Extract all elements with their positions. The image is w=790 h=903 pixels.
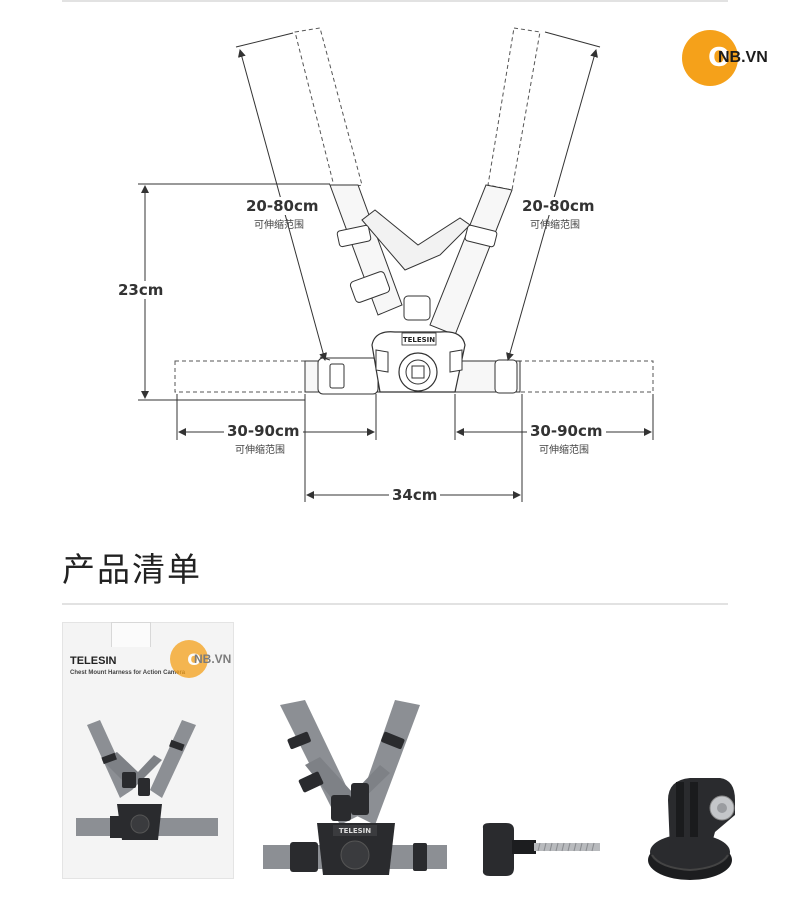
package-subtitle: Chest Mount Harness for Action Camera [70,670,186,676]
logo-text: NB.VN [718,49,768,66]
right-strap-extension-dashed [487,27,541,191]
left-belt-range-label: 30-90cm [224,422,303,440]
left-chest-buckle [349,271,391,303]
left-belt-extension-dashed [174,360,308,393]
right-belt-range-label: 30-90cm [527,422,606,440]
center-strap-buckle [403,295,431,321]
left-belt-buckle [317,357,379,395]
right-shoulder-strap [429,184,513,336]
package-hanger-tab [111,622,151,647]
harness-dimension-diagram: TELESIN [138,27,654,502]
mount-brand-text: TELESIN [403,336,435,344]
package-contents-title: 产品清单 [62,550,202,589]
right-belt-adjuster [494,359,518,394]
package-watermark-circle-icon: O [170,640,208,678]
cross-join-pad [361,209,471,271]
package-harness-image [76,720,218,840]
left-strap-range-note: 可伸缩范围 [254,220,304,231]
package-watermark-logo: O NB.VN [170,640,231,678]
left-strap-adjuster [336,224,372,248]
right-strap-adjuster [464,224,498,248]
harness-mount-brand: TELESIN [339,827,371,835]
height-label: 23cm [115,281,167,299]
logo-letter: O [707,43,731,73]
left-strap-extension-dashed [294,27,363,191]
mount-logo-plate [401,332,437,346]
left-strap-range-label: 20-80cm [243,197,322,215]
logo-circle-icon: O [682,30,738,86]
right-belt-extension-dashed [517,360,654,393]
tripod-adapter-image [648,778,735,880]
left-belt-range-note: 可伸缩范围 [235,445,285,456]
base-width-label: 34cm [389,486,441,504]
right-strap-range-label: 20-80cm [519,197,598,215]
thumb-screw-image [482,823,600,876]
right-strap-range-note: 可伸缩范围 [530,220,580,231]
package-watermark-letter: O [187,649,201,669]
onb-watermark-logo: O NB.VN [682,30,768,86]
mount-rotation-dial [398,352,438,392]
top-divider [62,0,728,2]
section-divider [62,603,728,605]
right-belt-range-note: 可伸缩范围 [539,445,589,456]
package-watermark-text: NB.VN [194,652,232,666]
package-brand: TELESIN [70,655,117,667]
harness-product-image: TELESIN [263,700,447,875]
